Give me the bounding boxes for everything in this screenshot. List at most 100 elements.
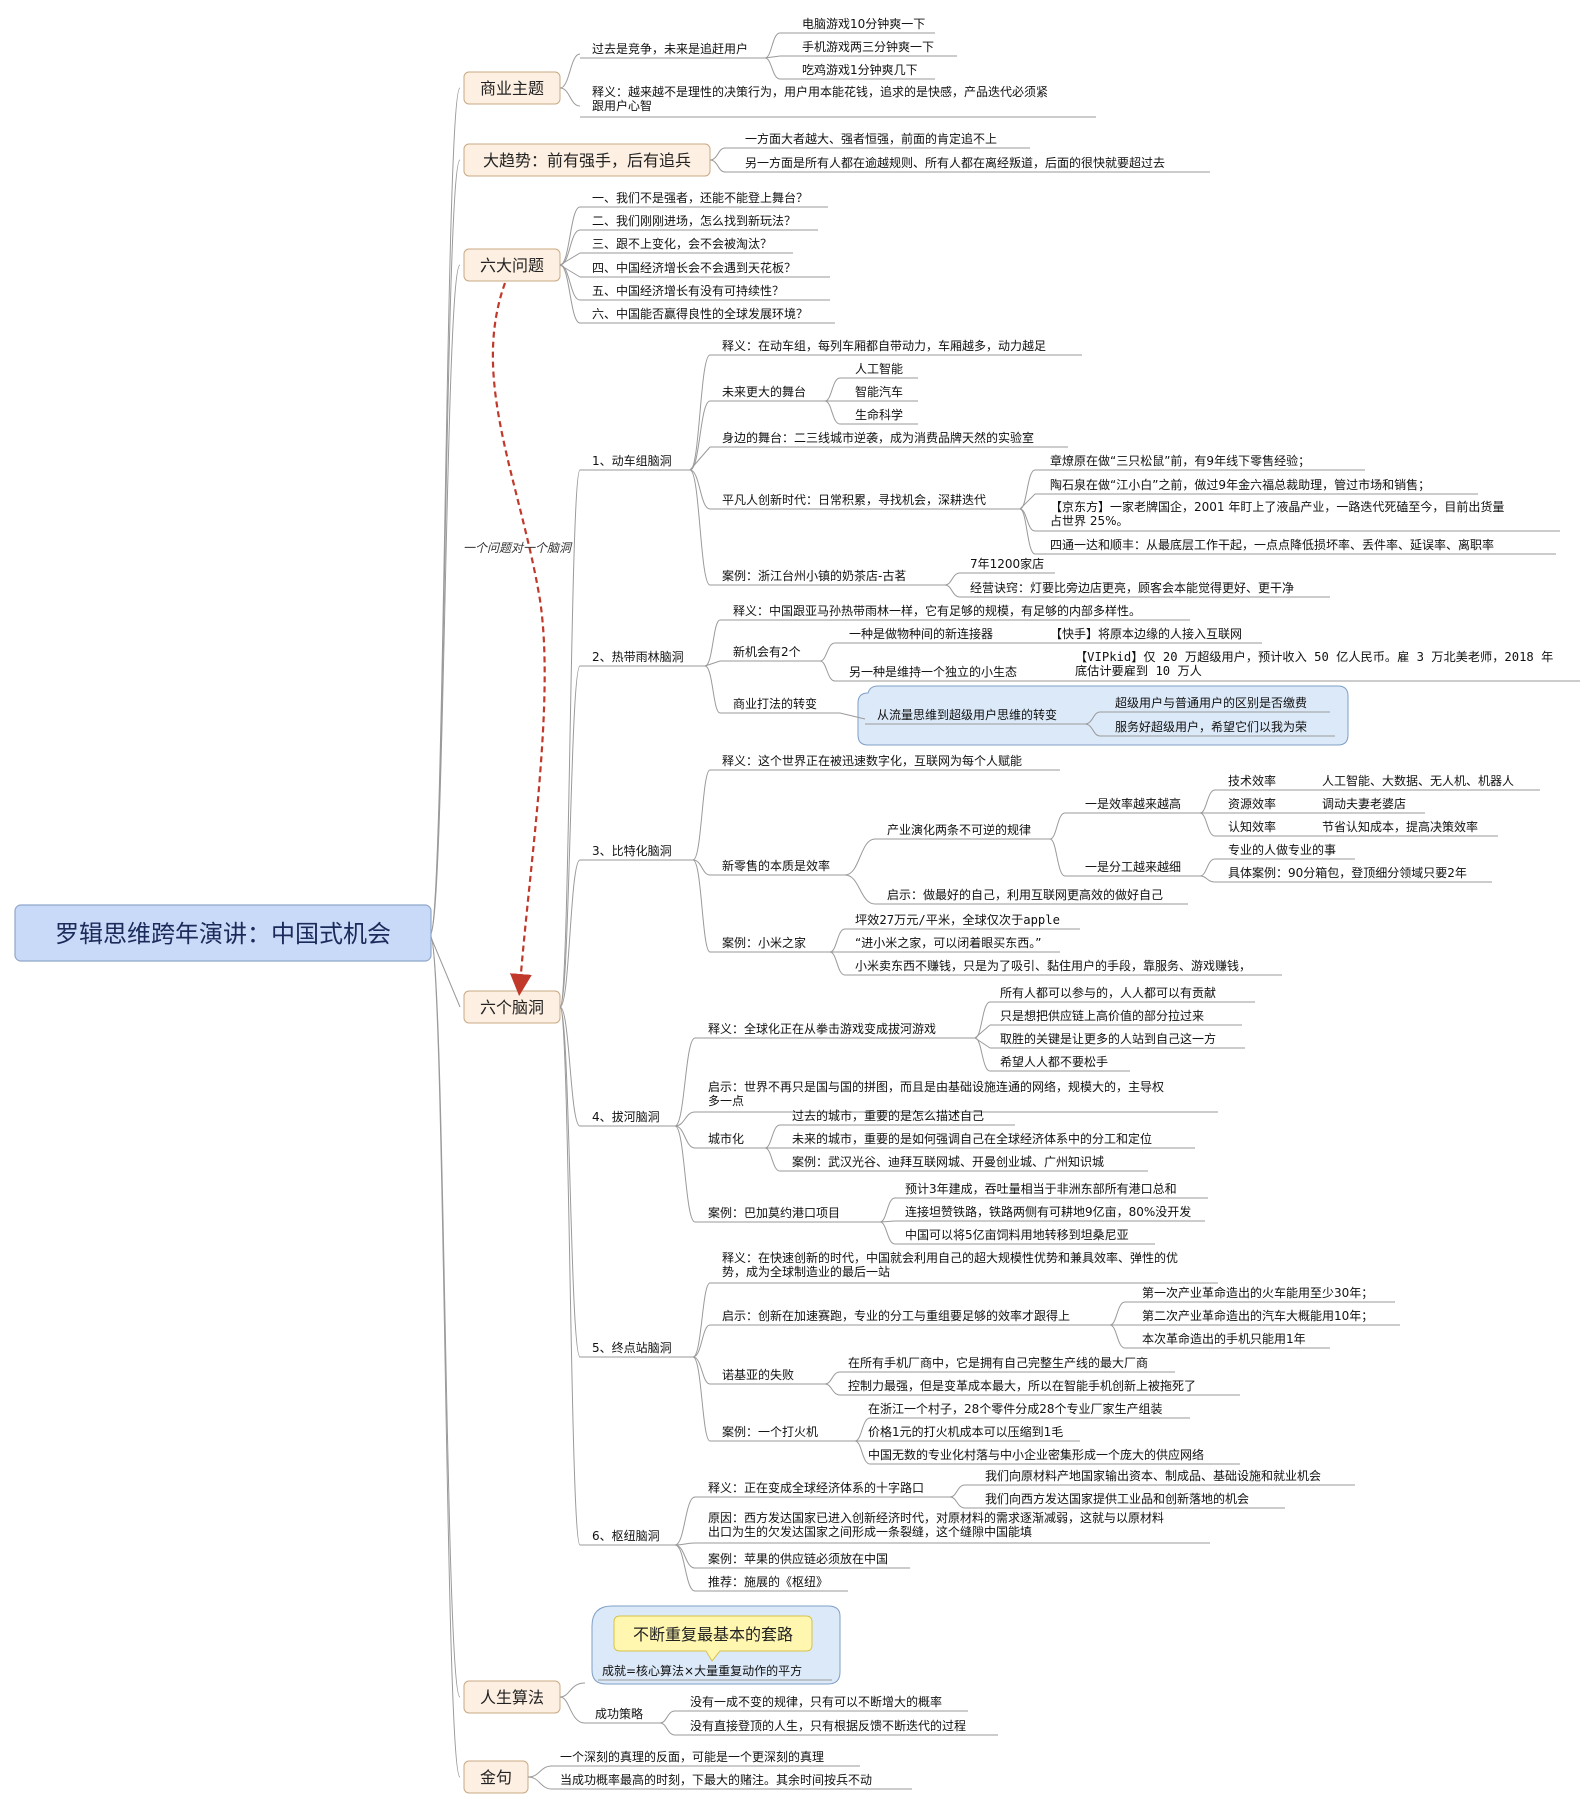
node: 商业打法的转变 bbox=[733, 696, 817, 711]
node: 认知效率 bbox=[1228, 819, 1276, 834]
node: 控制力最强，但是变革成本最大，所以在智能手机创新上被拖死了 bbox=[848, 1378, 1196, 1393]
node: 我们向原材料产地国家输出资本、制成品、基础设施和就业机会 bbox=[985, 1468, 1321, 1483]
node: 过去是竞争，未来是追赶用户 bbox=[592, 41, 748, 56]
node: 我们向西方发达国家提供工业品和创新落地的机会 bbox=[985, 1491, 1249, 1506]
node: 资源效率 bbox=[1228, 796, 1276, 811]
node: 案例：武汉光谷、迪拜互联网城、开曼创业城、广州知识城 bbox=[792, 1154, 1104, 1169]
node: 释义：在动车组，每列车厢都自带动力，车厢越多，动力越足 bbox=[722, 338, 1046, 353]
node: 跟用户心智 bbox=[592, 98, 652, 113]
brainhole-1: 1、动车组脑洞 释义：在动车组，每列车厢都自带动力，车厢越多，动力越足 未来更大… bbox=[580, 338, 1560, 598]
node: 第二次产业革命造出的汽车大概能用10年； bbox=[1142, 1308, 1373, 1323]
node: 未来更大的舞台 bbox=[722, 384, 806, 399]
callout-text: 不断重复最基本的套路 bbox=[633, 1625, 793, 1644]
node: 启示：做最好的自己，利用互联网更高效的做好自己 bbox=[887, 887, 1163, 902]
node: 释义：正在变成全球经济体系的十字路口 bbox=[708, 1480, 924, 1495]
node: 第一次产业革命造出的火车能用至少30年； bbox=[1142, 1285, 1373, 1300]
node: 案例：浙江台州小镇的奶茶店-古茗 bbox=[722, 568, 906, 583]
node: 手机游戏两三分钟爽一下 bbox=[802, 39, 934, 54]
node: 在所有手机厂商中，它是拥有自己完整生产线的最大厂商 bbox=[848, 1355, 1148, 1370]
node: 案例：苹果的供应链必须放在中国 bbox=[708, 1551, 888, 1566]
node: 底估计要雇到 10 万人 bbox=[1075, 663, 1202, 678]
node: 具体案例：90分箱包，登顶细分领域只要2年 bbox=[1228, 865, 1467, 880]
node: 推荐：施展的《枢纽》 bbox=[708, 1574, 828, 1589]
svg-text:人生算法: 人生算法 bbox=[480, 1688, 544, 1707]
branch-six-questions: 一、我们不是强者，还能不能登上舞台？ 二、我们刚刚进场，怎么找到新玩法？ 三、跟… bbox=[559, 190, 835, 324]
node: 一是分工越来越细 bbox=[1085, 860, 1181, 874]
node: 专业的人做专业的事 bbox=[1228, 842, 1336, 857]
callout-bubble[interactable]: 不断重复最基本的套路 bbox=[613, 1615, 813, 1662]
node: 中国可以将5亿亩饲料用地转移到坦桑尼亚 bbox=[905, 1227, 1129, 1242]
node: 平凡人创新时代：日常积累，寻找机会，深耕迭代 bbox=[722, 492, 986, 507]
node: 从流量思维到超级用户思维的转变 bbox=[877, 707, 1057, 722]
topic-life-algorithm[interactable]: 人生算法 bbox=[463, 1680, 561, 1714]
node: 释义：这个世界正在被迅速数字化，互联网为每个人赋能 bbox=[722, 753, 1022, 768]
node: 势，成为全球制造业的最后一站 bbox=[722, 1264, 890, 1279]
node: 释义：在快速创新的时代，中国就会利用自己的超大规模性优势和兼具效率、弹性的优 bbox=[722, 1250, 1178, 1265]
svg-text:金句: 金句 bbox=[480, 1768, 512, 1787]
node: 一是效率越来越高 bbox=[1085, 796, 1181, 811]
node: 服务好超级用户，希望它们以我为荣 bbox=[1115, 719, 1307, 734]
svg-text:大趋势：前有强手，后有追兵: 大趋势：前有强手，后有追兵 bbox=[483, 151, 691, 170]
node: 小米卖东西不赚钱，只是为了吸引、黏住用户的手段，靠服务、游戏赚钱， bbox=[855, 958, 1251, 973]
node: 新零售的本质是效率 bbox=[722, 858, 830, 873]
node: 技术效率 bbox=[1228, 773, 1276, 788]
relationship-arrow[interactable]: 一个问题对一个脑洞 bbox=[463, 282, 573, 996]
svg-text:六大问题: 六大问题 bbox=[480, 256, 544, 275]
brainhole-2-title: 2、热带雨林脑洞 bbox=[592, 650, 684, 664]
root-title: 罗辑思维跨年演讲：中国式机会 bbox=[55, 920, 391, 948]
node: 7年1200家店 bbox=[970, 556, 1044, 571]
node: 生命科学 bbox=[855, 407, 903, 422]
brainhole-5: 5、终点站脑洞 释义：在快速创新的时代，中国就会利用自己的超大规模性优势和兼具效… bbox=[580, 1250, 1400, 1465]
super-user-boundary bbox=[857, 685, 1349, 746]
node: 案例：小米之家 bbox=[722, 935, 806, 950]
topic-quotes[interactable]: 金句 bbox=[463, 1760, 529, 1794]
node: 一、我们不是强者，还能不能登上舞台？ bbox=[592, 190, 808, 205]
node: 只是想把供应链上高价值的部分拉过来 bbox=[1000, 1008, 1204, 1023]
brainhole-6-title: 6、枢纽脑洞 bbox=[592, 1528, 660, 1543]
node: 释义：全球化正在从拳击游戏变成拔河游戏 bbox=[708, 1021, 936, 1036]
node: 预计3年建成，吞吐量相当于非洲东部所有港口总和 bbox=[905, 1181, 1177, 1196]
node: 人工智能 bbox=[855, 361, 903, 376]
node: 节省认知成本，提高决策效率 bbox=[1322, 819, 1478, 834]
root-node[interactable]: 罗辑思维跨年演讲：中国式机会 bbox=[14, 904, 432, 962]
branch-trend: 一方面大者越大、强者恒强，前面的肯定追不上 另一方面是所有人都在逾越规则、所有人… bbox=[709, 131, 1210, 173]
node: 案例：巴加莫约港口项目 bbox=[708, 1205, 840, 1220]
node: 调动夫妻老婆店 bbox=[1322, 797, 1406, 811]
node: 一种是做物种间的新连接器 bbox=[849, 626, 993, 641]
brainhole-connectors bbox=[559, 469, 581, 1546]
node: 在浙江一个村子，28个零件分成28个专业厂家生产组装 bbox=[868, 1401, 1163, 1416]
node: 四、中国经济增长会不会遇到天花板？ bbox=[592, 260, 796, 275]
node: 诺基亚的失败 bbox=[722, 1367, 794, 1382]
node: 五、中国经济增长有没有可持续性？ bbox=[592, 283, 784, 298]
node: 占世界 25%。 bbox=[1050, 513, 1129, 528]
node: 连接坦赞铁路，铁路两侧有可耕地9亿亩，80%没开发 bbox=[905, 1204, 1191, 1219]
branch-life-algorithm: 不断重复最基本的套路 成就=核心算法×大量重复动作的平方 成功策略 没有一成不变… bbox=[559, 1605, 998, 1736]
node: 六、中国能否赢得良性的全球发展环境？ bbox=[592, 306, 808, 321]
node: 二、我们刚刚进场，怎么找到新玩法？ bbox=[592, 213, 796, 228]
node: 超级用户与普通用户的区别是否缴费 bbox=[1115, 695, 1307, 710]
brainhole-6: 6、枢纽脑洞 释义：正在变成全球经济体系的十字路口 我们向原材料产地国家输出资本… bbox=[580, 1468, 1355, 1592]
brainhole-4: 4、拔河脑洞 释义：全球化正在从拳击游戏变成拔河游戏 所有人都可以参与的，人人都… bbox=[580, 985, 1255, 1245]
node: 城市化 bbox=[708, 1131, 744, 1146]
node: 启示：世界不再只是国与国的拼图，而且是由基础设施连通的网络，规模大的，主导权 bbox=[708, 1079, 1164, 1094]
node: 价格1元的打火机成本可以压缩到1毛 bbox=[868, 1424, 1063, 1439]
topic-six-questions[interactable]: 六大问题 bbox=[463, 248, 561, 282]
node: 启示：创新在加速赛跑，专业的分工与重组要足够的效率才跟得上 bbox=[722, 1308, 1070, 1323]
node: 本次革命造出的手机只能用1年 bbox=[1142, 1331, 1306, 1346]
node: 一个深刻的真理的反面，可能是一个更深刻的真理 bbox=[560, 1749, 824, 1764]
node: 另一种是维持一个独立的小生态 bbox=[849, 664, 1017, 679]
node: 产业演化两条不可逆的规律 bbox=[887, 822, 1031, 837]
topic-six-brainholes[interactable]: 六个脑洞 bbox=[463, 990, 561, 1024]
node: 【快手】将原本边缘的人接入互联网 bbox=[1050, 626, 1242, 641]
root-connectors bbox=[429, 87, 461, 1778]
topic-business[interactable]: 商业主题 bbox=[463, 71, 561, 105]
node: 出口为生的欠发达国家之间形成一条裂缝，这个缝隙中国能填 bbox=[708, 1524, 1032, 1539]
brainhole-5-title: 5、终点站脑洞 bbox=[592, 1340, 672, 1355]
node: 身边的舞台：二三线城市逆袭，成为消费品牌天然的实验室 bbox=[722, 430, 1034, 445]
topic-trend[interactable]: 大趋势：前有强手，后有追兵 bbox=[463, 143, 711, 177]
node: 释义：中国跟亚马孙热带雨林一样，它有足够的规模，有足够的内部多样性。 bbox=[733, 603, 1141, 618]
node: 一方面大者越大、强者恒强，前面的肯定追不上 bbox=[745, 131, 997, 146]
node: 坪效27万元/平米，全球仅次于apple bbox=[855, 912, 1060, 927]
node: 新机会有2个 bbox=[733, 644, 801, 659]
node: 未来的城市，重要的是如何强调自己在全球经济体系中的分工和定位 bbox=[792, 1131, 1152, 1146]
